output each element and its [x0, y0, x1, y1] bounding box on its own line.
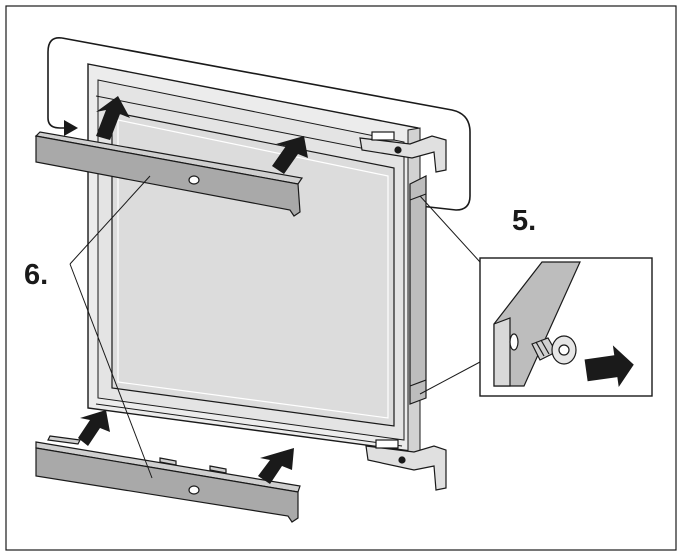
step-6-label: 6. [24, 259, 48, 291]
callout-arrowhead-icon [64, 120, 78, 136]
side-bracket [409, 175, 427, 405]
upper-trim-strip [34, 131, 304, 217]
upper-section-callout [61, 37, 471, 211]
pull-arrow-icon [584, 345, 634, 387]
zoom-leader-top [419, 195, 481, 263]
top-slot-line [95, 95, 403, 157]
lower-trim-strip [35, 435, 301, 523]
step-5-label: 5. [512, 205, 536, 237]
door-glass-inner-edge [117, 119, 389, 419]
push-arrow-icon [272, 136, 308, 174]
bracket-detail [493, 261, 581, 387]
push-arrow-icon [78, 410, 110, 446]
upper-hinge-icon [359, 131, 447, 173]
bottom-slot-line [95, 403, 403, 447]
pointer-to-lower-strip [69, 263, 153, 479]
push-arrow-icon [258, 448, 294, 484]
lower-hinge-icon [365, 439, 447, 491]
pointer-to-upper-strip [69, 175, 151, 265]
upper-section-callout-left [47, 36, 70, 129]
screw-icon [531, 335, 577, 365]
push-arrow-icon [96, 96, 130, 140]
diagram-border [5, 5, 677, 551]
zoom-leader-bottom [419, 361, 481, 395]
